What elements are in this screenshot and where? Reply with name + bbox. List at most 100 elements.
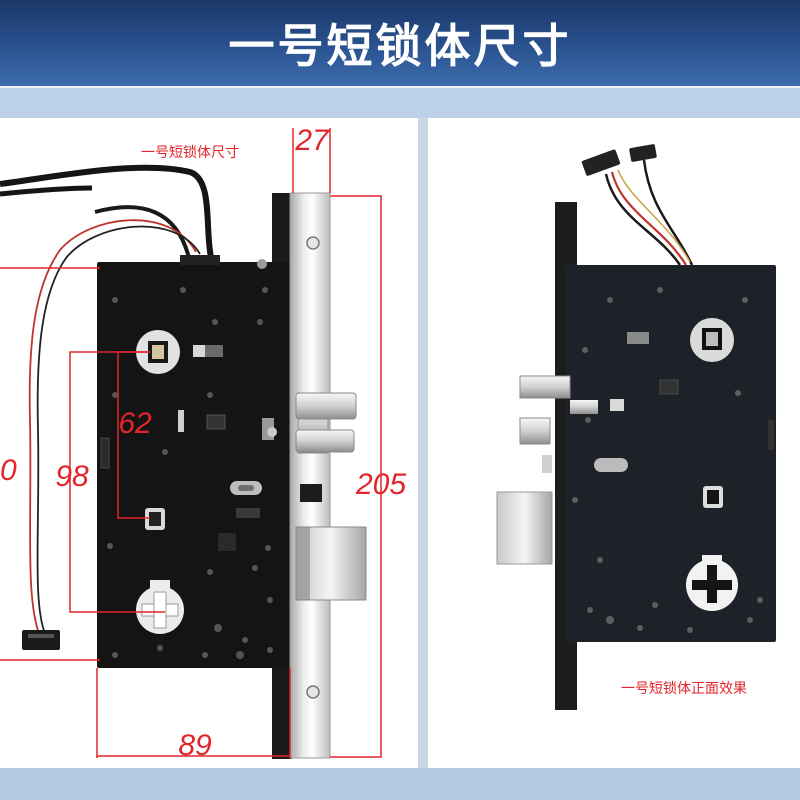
faceplate bbox=[289, 192, 331, 759]
dim-outer-line bbox=[69, 351, 165, 613]
right-latch-upper bbox=[519, 375, 571, 399]
right-square-hole bbox=[690, 318, 734, 362]
rivet bbox=[242, 637, 248, 643]
left-lock-drawing: 一号短锁体尺寸 27 205 62 98 0 89 bbox=[0, 124, 406, 762]
cable-thick bbox=[0, 164, 215, 263]
right-wire-harness bbox=[581, 144, 694, 266]
connector-right-1 bbox=[581, 149, 621, 176]
rivet bbox=[267, 647, 273, 653]
rivet bbox=[582, 347, 588, 353]
dim-right-line bbox=[330, 195, 382, 758]
rivet bbox=[687, 627, 693, 633]
slot-1-light bbox=[193, 345, 205, 357]
spindle-hole bbox=[136, 580, 184, 634]
connector-right-2 bbox=[629, 144, 657, 162]
left-wire-harness bbox=[0, 164, 215, 650]
dimension-bottom: 89 bbox=[178, 729, 212, 762]
rivet bbox=[606, 616, 614, 624]
header-divider bbox=[0, 86, 800, 88]
wire-black-right bbox=[604, 173, 682, 266]
rivet bbox=[180, 287, 186, 293]
dimension-right: 205 bbox=[355, 468, 406, 501]
rivet bbox=[742, 297, 748, 303]
rivet bbox=[265, 545, 271, 551]
rivet bbox=[572, 497, 578, 503]
right-spindle-hole bbox=[686, 555, 738, 611]
slot-7 bbox=[218, 533, 236, 551]
rivet bbox=[162, 449, 168, 455]
right-latch bbox=[519, 375, 598, 473]
right-latch-stud bbox=[542, 455, 552, 473]
right-slot-5 bbox=[768, 420, 774, 450]
square-hole-upper bbox=[136, 330, 180, 374]
faceplate-slot bbox=[300, 484, 322, 502]
right-lock-photo: 一号短锁体正面效果 bbox=[496, 144, 776, 710]
rivet bbox=[236, 651, 244, 659]
square-hole-inner bbox=[152, 345, 164, 359]
latch-lower bbox=[295, 429, 355, 453]
rivet bbox=[202, 652, 208, 658]
body-top-screw bbox=[257, 259, 267, 269]
right-spindle-cross-v bbox=[707, 565, 717, 603]
wire-red bbox=[28, 219, 197, 637]
rivet bbox=[107, 543, 113, 549]
rivet bbox=[257, 319, 263, 325]
body-slots bbox=[100, 345, 277, 551]
rivet bbox=[607, 297, 613, 303]
spindle-cross-center bbox=[155, 605, 165, 615]
right-panel-caption: 一号短锁体正面效果 bbox=[621, 681, 747, 697]
rivet bbox=[252, 565, 258, 571]
slot-6 bbox=[236, 508, 260, 518]
dimension-inner: 62 bbox=[118, 407, 152, 440]
dimension-edge: 0 bbox=[0, 454, 17, 487]
top-band bbox=[0, 88, 800, 118]
wire-yellow-right bbox=[617, 169, 691, 263]
rivet bbox=[637, 625, 643, 631]
rivet bbox=[657, 287, 663, 293]
rivet bbox=[747, 617, 753, 623]
rivet bbox=[262, 287, 268, 293]
bottom-band bbox=[0, 768, 800, 800]
rivet bbox=[587, 607, 593, 613]
wire-connector bbox=[22, 630, 60, 650]
faceplate-screw-top bbox=[306, 236, 320, 250]
right-body-slots bbox=[594, 332, 774, 472]
right-body-rivets bbox=[572, 287, 763, 633]
wire-black bbox=[36, 225, 201, 637]
spindle-hole-tab bbox=[150, 580, 170, 592]
right-slot-1 bbox=[627, 332, 649, 344]
rivet bbox=[757, 597, 763, 603]
right-square-lower-inner bbox=[707, 490, 719, 504]
latch-bolt bbox=[295, 392, 357, 454]
rivet bbox=[112, 652, 118, 658]
page-title: 一号短锁体尺寸 bbox=[228, 19, 572, 73]
body-top-tab bbox=[180, 255, 220, 265]
right-spindle-tab bbox=[702, 555, 722, 567]
right-square-hole-lower bbox=[703, 486, 723, 508]
rivet bbox=[652, 602, 658, 608]
rivet bbox=[112, 392, 118, 398]
slot-4-screw bbox=[267, 427, 277, 437]
right-square-inner bbox=[706, 332, 718, 346]
rivet bbox=[212, 319, 218, 325]
slot-5-inner bbox=[238, 485, 254, 491]
slot-8 bbox=[100, 437, 110, 469]
left-panel-caption: 一号短锁体尺寸 bbox=[141, 145, 239, 161]
rivet bbox=[214, 624, 222, 632]
right-deadbolt bbox=[496, 491, 553, 565]
faceplate-screw-bottom bbox=[306, 685, 320, 699]
dimension-outer: 98 bbox=[55, 460, 89, 493]
body-rivets bbox=[107, 287, 273, 659]
rivet bbox=[157, 645, 163, 651]
header-banner: 一号短锁体尺寸 bbox=[0, 0, 800, 86]
dimension-top: 27 bbox=[294, 124, 330, 157]
rivet bbox=[112, 297, 118, 303]
square-hole-lower bbox=[145, 508, 165, 530]
rivet bbox=[735, 390, 741, 396]
slot-2 bbox=[178, 410, 184, 432]
latch-upper bbox=[295, 392, 357, 420]
cable-black bbox=[94, 205, 192, 263]
rivet bbox=[207, 569, 213, 575]
